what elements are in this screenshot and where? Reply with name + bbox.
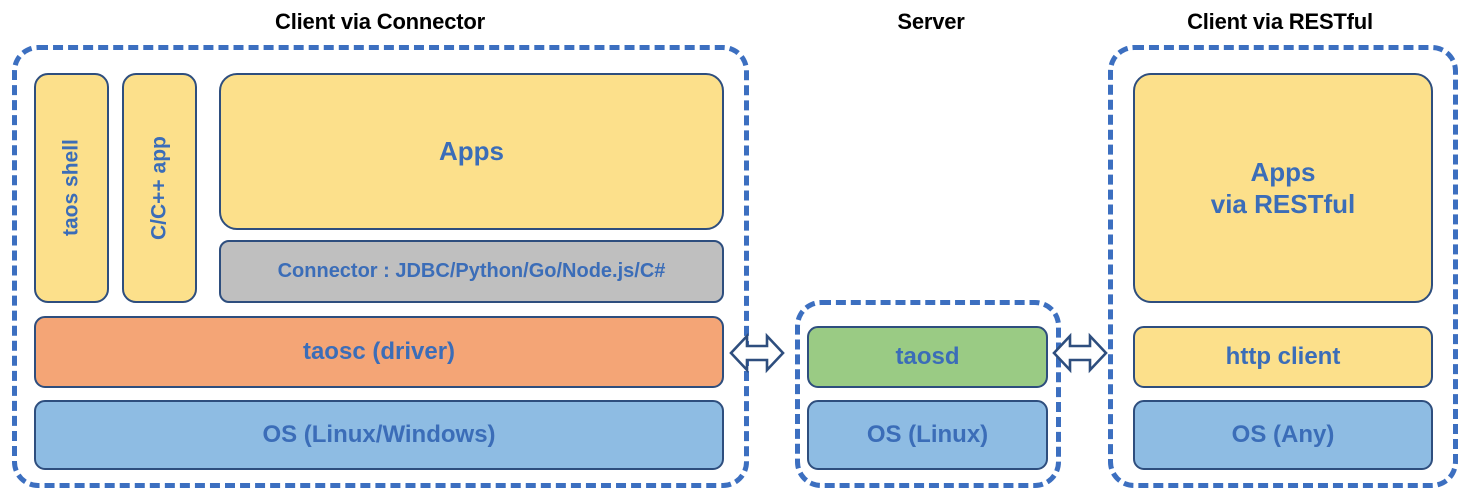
block-taosc-driver: taosc (driver) xyxy=(34,316,724,388)
double-headed-arrow-icon-left xyxy=(729,327,785,379)
block-connector-list: Connector : JDBC/Python/Go/Node.js/C# xyxy=(219,240,724,303)
panel-client-via-connector xyxy=(12,45,749,488)
block-apps-via-restful-line1: Apps xyxy=(1250,156,1316,187)
double-headed-arrow-icon-right xyxy=(1052,327,1108,379)
panel-title-client-via-connector: Client via Connector xyxy=(275,9,485,34)
block-taos-shell: taos shell xyxy=(34,73,109,303)
block-apps-via-restful: Apps via RESTful xyxy=(1133,73,1433,303)
panel-server xyxy=(795,300,1061,488)
block-apps-via-restful-line2: via RESTful xyxy=(1210,189,1356,219)
block-taosd: taosd xyxy=(807,326,1048,388)
block-os-any: OS (Any) xyxy=(1133,400,1433,470)
block-apps: Apps xyxy=(219,73,724,230)
panel-title-client-via-restful: Client via RESTful xyxy=(1187,9,1373,34)
panel-client-via-restful xyxy=(1108,45,1458,488)
block-http-client: http client xyxy=(1133,326,1433,388)
block-os-linux-windows: OS (Linux/Windows) xyxy=(34,400,724,470)
block-os-linux: OS (Linux) xyxy=(807,400,1048,470)
block-cpp-app: C/C++ app xyxy=(122,73,197,303)
panel-title-server: Server xyxy=(897,9,965,34)
